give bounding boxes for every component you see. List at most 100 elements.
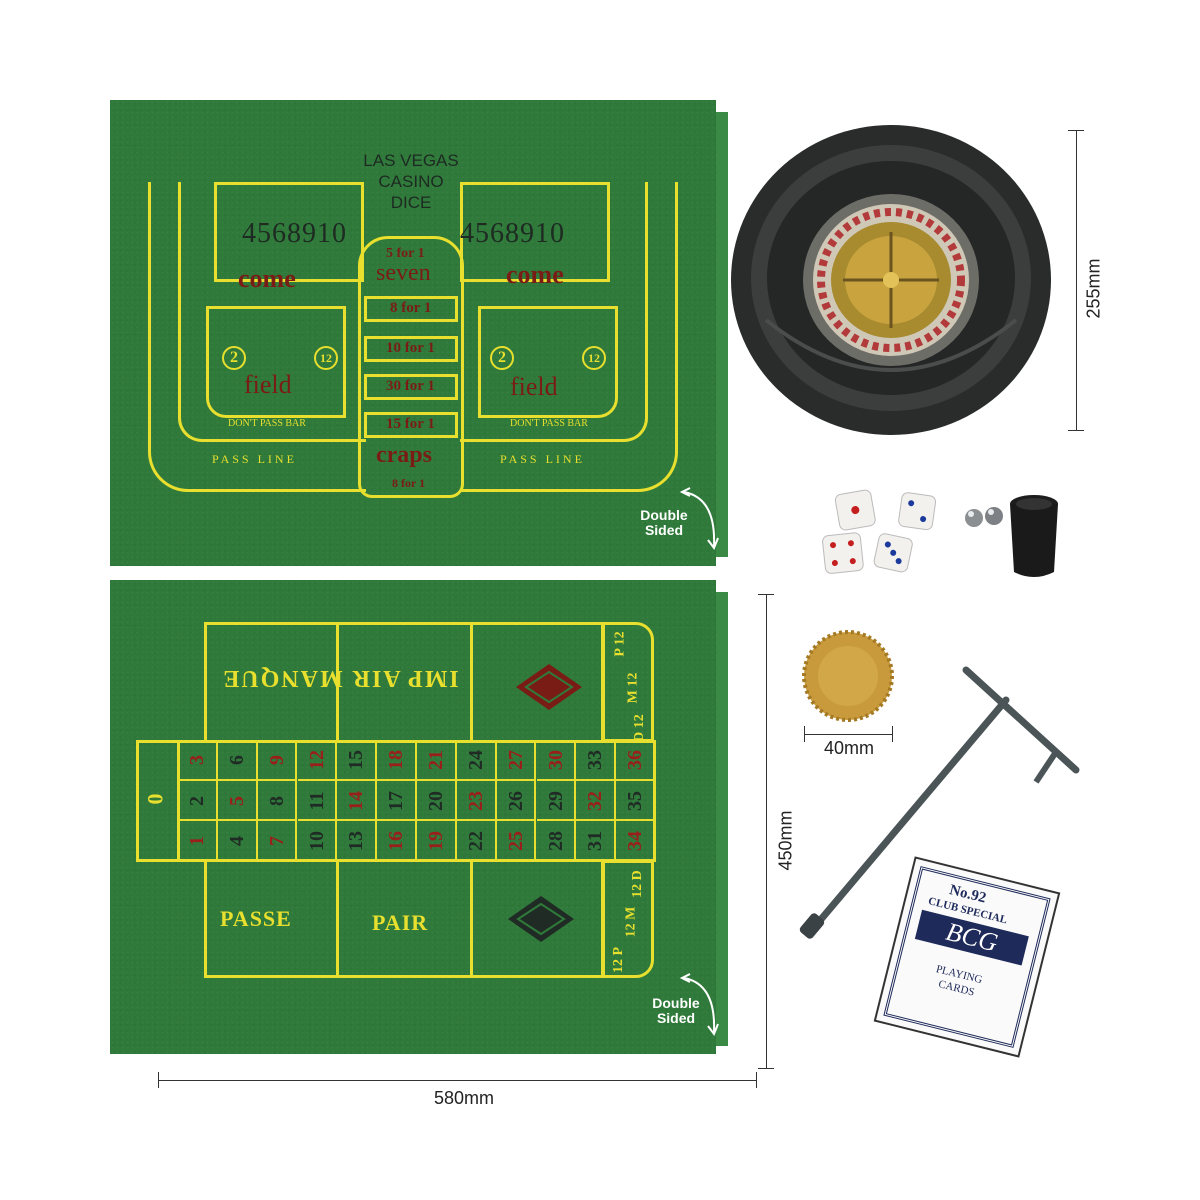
roulette-number-cell: 7 bbox=[258, 821, 298, 862]
roulette-top-divider-2 bbox=[470, 622, 473, 742]
roulette-zero: 0 bbox=[142, 793, 168, 805]
roulette-number: 30 bbox=[544, 750, 566, 770]
roulette-dozen-bottom-3: 12 P bbox=[611, 946, 627, 974]
roulette-number: 1 bbox=[185, 836, 208, 847]
roulette-number: 7 bbox=[265, 836, 288, 847]
roulette-dozens-bottom bbox=[602, 860, 654, 978]
roulette-number: 8 bbox=[265, 795, 288, 806]
craps-craps: craps bbox=[376, 442, 432, 468]
curved-arrow-icon bbox=[679, 973, 719, 1037]
roulette-dozen-bottom-2: 12 M bbox=[623, 906, 639, 938]
craps-seven: seven bbox=[376, 260, 431, 286]
die-icon bbox=[873, 533, 913, 573]
roulette-pair: PAIR bbox=[372, 910, 429, 935]
roulette-passe: PASSE bbox=[220, 906, 292, 931]
roulette-number: 13 bbox=[344, 831, 367, 852]
mat-width-dim-line bbox=[158, 1080, 756, 1081]
croupier-rake bbox=[799, 666, 1080, 939]
roulette-number-cell: 15 bbox=[337, 740, 378, 781]
craps-left-come: come bbox=[238, 264, 296, 293]
roulette-number-cell: 10 bbox=[298, 821, 338, 862]
roulette-number: 9 bbox=[265, 755, 288, 765]
mat-width-dim: 580mm bbox=[434, 1088, 495, 1108]
craps-left-dont-pass: DON'T PASS BAR bbox=[228, 418, 306, 429]
craps-right-pass-line: PASS LINE bbox=[500, 452, 585, 466]
craps-left-frame bbox=[148, 182, 366, 492]
craps-right-frame bbox=[460, 182, 678, 492]
roulette-dozen-bottom-1: 12 D bbox=[629, 870, 645, 898]
roulette-number-cell: 2 bbox=[178, 780, 218, 822]
roulette-number-cell: 4 bbox=[218, 821, 258, 862]
roulette-number: 19 bbox=[424, 831, 447, 852]
mat-height-dim: 450mm bbox=[775, 810, 796, 871]
mat-width-dim-cap-right bbox=[756, 1072, 757, 1088]
roulette-number: 29 bbox=[544, 790, 566, 811]
craps-left-place-box bbox=[214, 182, 364, 282]
craps-right-field: field bbox=[510, 372, 558, 401]
roulette-number-cell: 22 bbox=[457, 821, 497, 862]
craps-right-two: 2 bbox=[490, 346, 514, 370]
roulette-double-sided: Double Sided bbox=[652, 995, 700, 1026]
craps-center-box bbox=[358, 236, 464, 498]
roulette-number: 14 bbox=[344, 790, 367, 811]
roulette-number-cell: 27 bbox=[496, 740, 537, 781]
steel-balls bbox=[965, 507, 1003, 527]
roulette-number-cell: 19 bbox=[417, 821, 457, 862]
roulette-number: 27 bbox=[504, 750, 527, 770]
craps-title-line3: DICE bbox=[390, 193, 432, 212]
roulette-number: 24 bbox=[464, 750, 487, 770]
roulette-number-cell: 33 bbox=[576, 740, 617, 781]
die-icon bbox=[834, 489, 876, 531]
roulette-number-cell: 9 bbox=[257, 740, 298, 781]
roulette-number-cell: 36 bbox=[616, 740, 656, 781]
roulette-number-cell: 32 bbox=[576, 780, 617, 822]
diamond-ornament-icon bbox=[516, 664, 582, 710]
roulette-number-cell: 12 bbox=[297, 740, 338, 781]
roulette-number-cell: 17 bbox=[377, 780, 417, 822]
roulette-number: 26 bbox=[504, 790, 527, 811]
roulette-number: 34 bbox=[623, 831, 646, 852]
craps-double-sided: Double Sided bbox=[640, 507, 688, 538]
roulette-number-cell: 8 bbox=[257, 780, 298, 822]
craps-odds-2: 10 for 1 bbox=[386, 340, 435, 356]
craps-left-pass-line: PASS LINE bbox=[212, 452, 297, 466]
roulette-number-cell: 34 bbox=[616, 821, 656, 862]
roulette-number-cell: 16 bbox=[377, 821, 417, 862]
chip-dim-cap-left bbox=[804, 726, 805, 742]
wheel-dim-line bbox=[1076, 130, 1077, 430]
wheel-dim: 255mm bbox=[1083, 258, 1104, 319]
roulette-dozen-top-1: P 12 bbox=[612, 631, 628, 657]
craps-odds-row-4 bbox=[364, 412, 458, 438]
roulette-number-cell: 24 bbox=[456, 740, 497, 781]
chip-dim-cap-right bbox=[892, 726, 893, 742]
roulette-wheel bbox=[731, 125, 1051, 435]
roulette-number-cell: 5 bbox=[217, 780, 258, 822]
roulette-number-cell: 14 bbox=[337, 780, 378, 822]
roulette-number: 3 bbox=[185, 755, 208, 765]
roulette-number-cell: 26 bbox=[496, 780, 537, 822]
craps-right-place-numbers: 4568910 bbox=[460, 218, 565, 249]
roulette-number: 12 bbox=[305, 750, 327, 770]
dice-cup bbox=[1010, 495, 1058, 577]
roulette-number: 33 bbox=[583, 750, 606, 770]
craps-craps-odds: 8 for 1 bbox=[392, 476, 426, 490]
roulette-number-cell: 1 bbox=[178, 821, 218, 862]
roulette-dozen-top-3: D 12 bbox=[631, 714, 647, 742]
roulette-number-cell: 35 bbox=[616, 780, 656, 822]
poker-chip bbox=[802, 630, 894, 722]
craps-odds-1: 8 for 1 bbox=[390, 300, 432, 316]
roulette-number-cell: 13 bbox=[337, 821, 378, 862]
roulette-number: 25 bbox=[504, 831, 527, 852]
craps-right-inner-frame bbox=[460, 182, 648, 442]
roulette-number: 18 bbox=[384, 750, 407, 770]
roulette-number: 4 bbox=[225, 836, 248, 847]
roulette-dozen-top-2: M 12 bbox=[625, 672, 641, 704]
craps-mat: LAS VEGAS CASINO DICE 4568910 come field… bbox=[110, 100, 719, 566]
craps-odds-3: 30 for 1 bbox=[386, 378, 435, 394]
roulette-zero-cell bbox=[136, 740, 180, 862]
mat-height-dim-line bbox=[766, 594, 767, 1068]
craps-left-twelve: 12 bbox=[314, 346, 338, 370]
roulette-number: 5 bbox=[225, 795, 248, 806]
craps-left-field-box bbox=[206, 306, 346, 418]
